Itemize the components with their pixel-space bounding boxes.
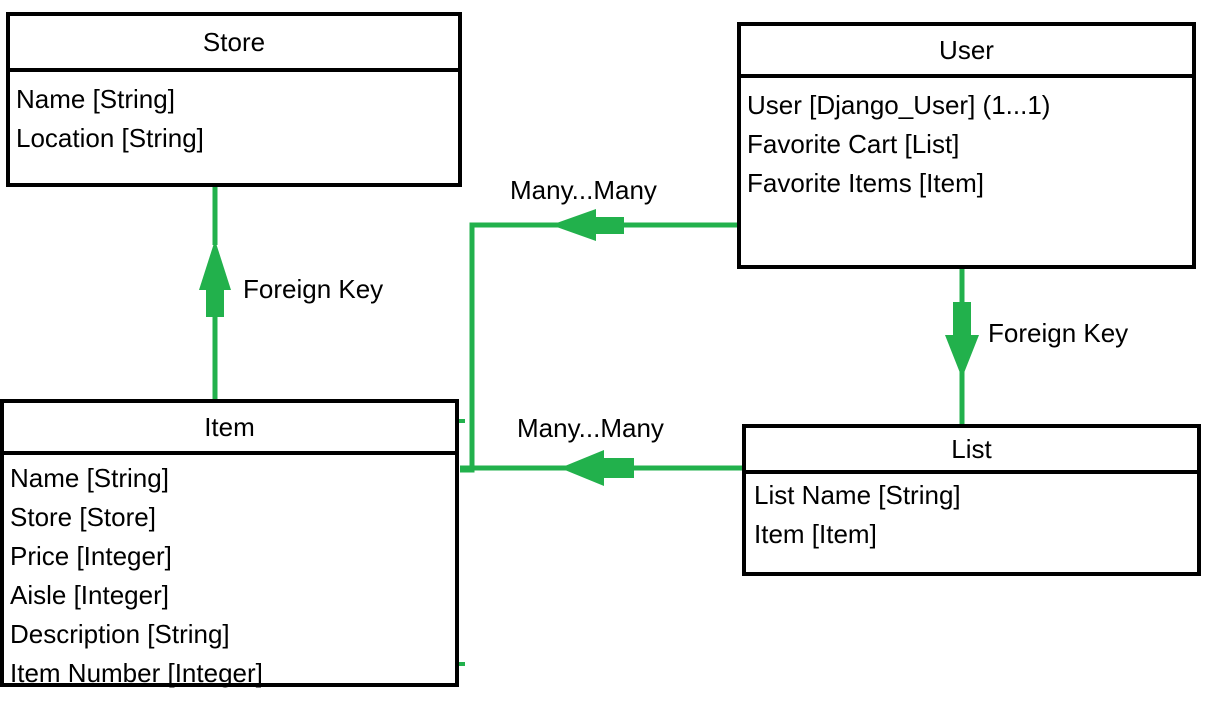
arrow-up-icon <box>199 240 231 290</box>
field-list: List Name [String] Item [Item] <box>746 474 1197 554</box>
entity-title: Store <box>10 16 458 72</box>
entity-field: Location [String] <box>16 123 204 153</box>
entity-field: Name [String] <box>10 463 169 493</box>
user-entity: User User [Django_User] (1...1) Favorite … <box>737 22 1196 269</box>
relationship-label-item-store: Foreign Key <box>243 274 384 304</box>
arrow-left-icon <box>560 450 604 486</box>
item-entity: Item Name [String] Store [Store] Price [In… <box>0 399 459 688</box>
arrow-shaft <box>592 217 624 234</box>
entity-field: Name [String] <box>16 84 175 114</box>
arrow-down-icon <box>945 335 979 378</box>
entity-field: Store [Store] <box>10 502 156 532</box>
connector-user-list <box>945 265 979 430</box>
field-list: Name [String] Location [String] <box>10 72 458 158</box>
entity-field: User [Django_User] (1...1) <box>747 90 1051 120</box>
relationship-label-list-item: Many...Many <box>517 413 664 443</box>
arrow-left-icon <box>551 209 596 241</box>
arrow-shaft <box>953 302 971 340</box>
arrow-shaft <box>206 285 224 317</box>
arrow-shaft <box>600 458 634 478</box>
field-list: User [Django_User] (1...1) Favorite Cart … <box>741 78 1192 203</box>
connector-item-store <box>199 185 231 400</box>
store-entity: Store Name [String] Location [String] <box>6 12 462 187</box>
entity-field: Favorite Cart [List] <box>747 129 960 159</box>
entity-field: Item [Item] <box>754 519 877 549</box>
connector-list-item <box>460 450 745 486</box>
field-list: Name [String] Store [Store] Price [Integer… <box>4 455 455 693</box>
entity-title: List <box>746 428 1197 474</box>
entity-field: Price [Integer] <box>10 541 172 571</box>
entity-title: Item <box>4 403 455 455</box>
entity-title: User <box>741 26 1192 78</box>
entity-field: Aisle [Integer] <box>10 580 169 610</box>
entity-field: Favorite Items [Item] <box>747 168 984 198</box>
relationship-label-user-item: Many...Many <box>510 175 657 205</box>
list-entity: List List Name [String] Item [Item] <box>742 424 1201 576</box>
relationship-label-user-list: Foreign Key <box>988 318 1129 348</box>
entity-field: Description [String] <box>10 619 230 649</box>
entity-field: Item Number [Integer] <box>10 658 263 688</box>
entity-field: List Name [String] <box>754 480 961 510</box>
